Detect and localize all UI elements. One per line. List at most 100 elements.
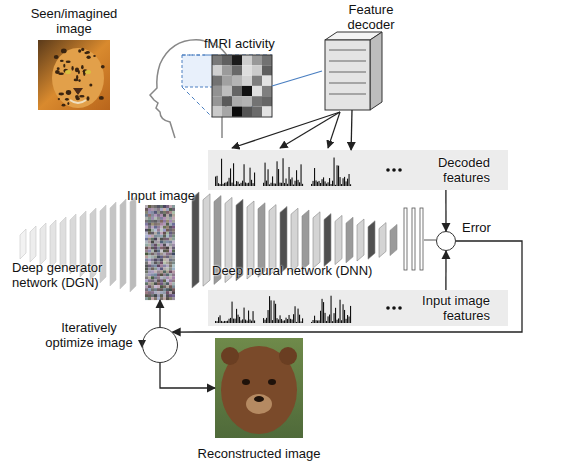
noise-pixel [163, 276, 166, 279]
feature-bar [311, 322, 312, 323]
feature-bar [314, 316, 315, 323]
noise-pixel [154, 267, 157, 270]
noise-pixel [160, 205, 163, 208]
feature-bar [263, 183, 264, 186]
voxel [212, 107, 222, 117]
noise-pixel [160, 294, 163, 297]
feature-bar [218, 183, 219, 186]
feature-bar [322, 179, 323, 186]
feature-bar [278, 319, 279, 323]
leopard-eye [65, 70, 71, 74]
noise-pixel [163, 297, 166, 300]
bear-snout [246, 394, 272, 414]
leopard-spot [76, 97, 80, 100]
noise-pixel [160, 220, 163, 223]
noise-pixel [148, 220, 151, 223]
feature-bar [338, 318, 339, 323]
noise-pixel [163, 247, 166, 250]
feature-bar [290, 179, 291, 186]
noise-pixel [145, 250, 148, 253]
noise-pixel [148, 247, 151, 250]
feature-bar [266, 318, 267, 323]
noise-pixel [160, 208, 163, 211]
dnn-fc-layer [404, 208, 407, 270]
noise-pixel [169, 294, 172, 297]
voxel [242, 76, 252, 86]
feature-bar [296, 170, 297, 186]
noise-pixel [148, 214, 151, 217]
feature-bar [289, 315, 290, 323]
noise-pixel [157, 205, 160, 208]
feature-bar [221, 321, 222, 323]
noise-pixel [154, 223, 157, 226]
leopard-spot [55, 70, 60, 74]
noise-pixel [154, 253, 157, 256]
feature-bar [332, 181, 333, 186]
noise-pixel [154, 229, 157, 232]
node-label: fMRI activity [204, 36, 294, 51]
leopard-spot [93, 55, 96, 57]
feature-bar [287, 184, 288, 186]
feature-band [208, 290, 508, 326]
feature-bar [230, 318, 231, 323]
bear-eye [268, 379, 276, 385]
noise-pixel [169, 253, 172, 256]
noise-pixel [172, 255, 175, 258]
leopard-spot [99, 96, 104, 100]
noise-pixel [163, 250, 166, 253]
dnn-layer [302, 210, 309, 270]
feature-bar [263, 318, 264, 323]
voxel [242, 96, 252, 106]
feature-bar [247, 321, 248, 323]
voxel [262, 107, 272, 117]
feature-bar [272, 176, 273, 186]
feature-bar [332, 321, 333, 323]
feature-bar [331, 184, 332, 186]
noise-pixel [154, 217, 157, 220]
noise-pixel [160, 288, 163, 291]
noise-pixel [172, 214, 175, 217]
noise-pixel [151, 220, 154, 223]
noise-pixel [157, 253, 160, 256]
node-label: Decoded features [410, 155, 490, 185]
noise-pixel [151, 241, 154, 244]
feature-bar [223, 322, 224, 323]
leopard-spot [86, 55, 90, 58]
noise-pixel [151, 291, 154, 294]
noise-pixel [172, 294, 175, 297]
feature-bar [244, 164, 245, 186]
noise-pixel [160, 214, 163, 217]
noise-pixel [163, 235, 166, 238]
server-slot [329, 83, 366, 84]
noise-pixel [154, 235, 157, 238]
feature-bar [346, 181, 347, 186]
noise-pixel [160, 276, 163, 279]
noise-pixel [160, 223, 163, 226]
voxel [222, 55, 232, 65]
noise-pixel [151, 223, 154, 226]
noise-pixel [154, 264, 157, 267]
feature-bar [251, 180, 252, 186]
noise-pixel [148, 258, 151, 261]
feature-bar [283, 158, 284, 186]
noise-pixel [148, 235, 151, 238]
noise-pixel [172, 279, 175, 282]
noise-pixel [151, 232, 154, 235]
noise-pixel [169, 255, 172, 258]
feature-bar [268, 169, 269, 186]
feature-bar [335, 308, 336, 323]
noise-pixel [157, 291, 160, 294]
noise-pixel [154, 208, 157, 211]
noise-pixel [154, 226, 157, 229]
noise-pixel [163, 214, 166, 217]
feature-bar [275, 304, 276, 323]
noise-pixel [151, 282, 154, 285]
feature-bar [223, 184, 224, 186]
noise-pixel [148, 255, 151, 258]
feature-bar [349, 317, 350, 323]
noise-pixel [160, 253, 163, 256]
noise-pixel [145, 208, 148, 211]
feature-bar [290, 319, 291, 323]
noise-pixel [148, 229, 151, 232]
noise-pixel [163, 226, 166, 229]
